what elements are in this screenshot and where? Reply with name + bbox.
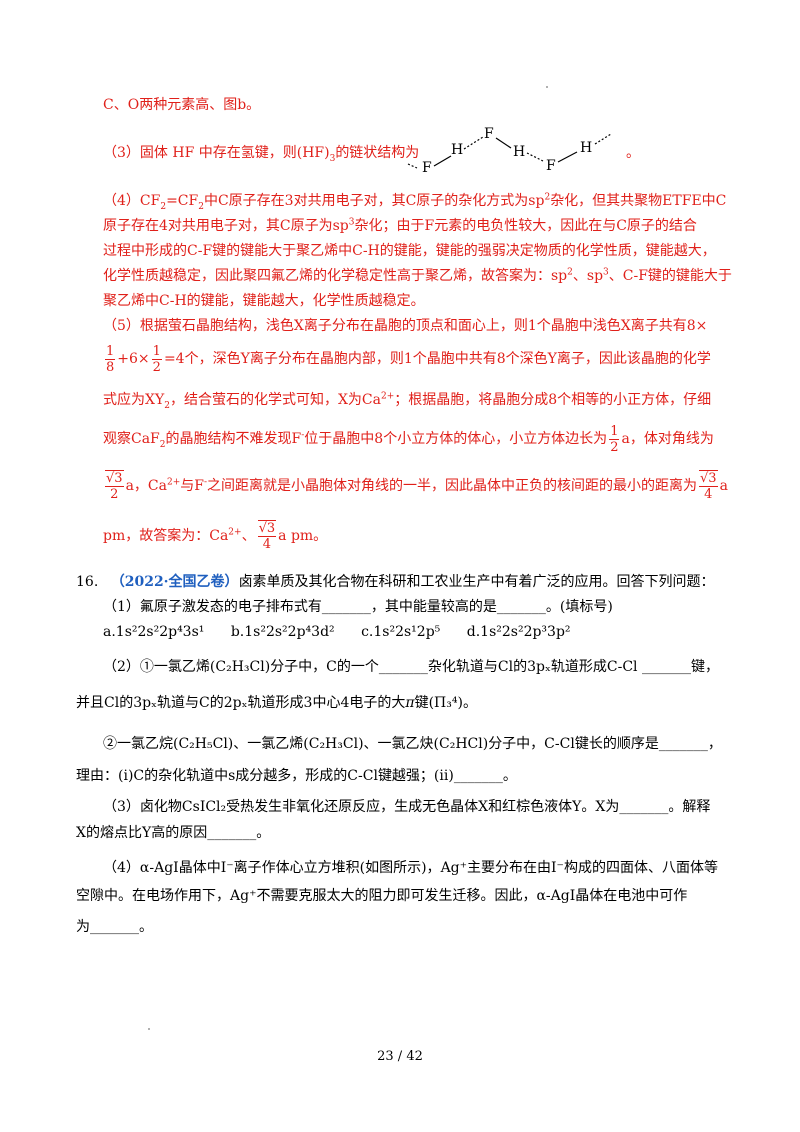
question-16-part3-line1: （3）卤化物CsICl₂受热发生非氧化还原反应，生成无色晶体X和红棕色液体Y。X… [103, 799, 711, 815]
question-16-part3-line2: X的熔点比Y高的原因_______。 [76, 825, 271, 841]
answer-3-text: （3）固体 HF 中存在氢键，则(HF)3的链状结构为 [103, 145, 420, 164]
question-16-part1: （1）氟原子激发态的电子排布式有_______，其中能量较高的是_______。… [103, 599, 613, 615]
hf-atom-H: H [580, 140, 592, 156]
question-16-options: a.1s²2s²2p⁴3s¹ b.1s²2s²2p⁴3d² c.1s²2s¹2p… [103, 622, 571, 642]
hf-atom-F: F [546, 158, 556, 174]
option-d: d.1s²2s²2p³3p² [466, 624, 571, 640]
question-source: （2022·全国乙卷） [110, 574, 239, 590]
answer-4-line1: （4）CF2=CF2中C原子存在3对共用电子对，其C原子的杂化方式为sp2杂化，… [103, 192, 727, 212]
scan-dot [148, 1028, 150, 1030]
answer-5-line1: （5）根据萤石晶胞结构，浅色X离子分布在晶胞的顶点和面心上，则1个晶胞中浅色X离… [103, 318, 708, 334]
hf-atom-H: H [451, 142, 463, 158]
question-number: 16. [76, 574, 99, 590]
answer-3-end: 。 [626, 145, 640, 161]
question-16-part2-line4: 理由：(i)C的杂化轨道中s成分越多，形成的C-Cl键越强；(ii)______… [76, 768, 517, 784]
question-16-part4-line2: 空隙中。在电场作用下，Ag⁺不需要克服太大的阻力即可发生迁移。因此，α-AgI晶… [76, 888, 688, 904]
option-a: a.1s²2s²2p⁴3s¹ [103, 624, 205, 640]
option-c: c.1s²2s¹2p⁵ [361, 624, 441, 640]
hf-chain-diagram: F H F H F H [407, 126, 612, 174]
question-intro: 卤素单质及其化合物在科研和工农业生产中有着广泛的应用。回答下列问题： [238, 574, 715, 590]
answer-4-line4: 化学性质越稳定，因此聚四氟乙烯的化学稳定性高于聚乙烯，故答案为：sp2、sp3、… [103, 267, 732, 284]
answer-5-line3: 式应为XY2，结合萤石的化学式可知，X为Ca2+；根据晶胞，将晶胞分成8个相等的… [103, 391, 712, 411]
answer-line-top: C、O两种元素高、图b。 [103, 97, 261, 113]
question-16-part2-line2: 并且Cl的3pₓ轨道与C的2pₓ轨道形成3中心4电子的大π键(Π₃⁴)。 [76, 695, 477, 711]
page-footer: 23 / 42 [0, 1049, 800, 1064]
scan-dot [546, 86, 548, 88]
hf-atom-F: F [422, 160, 432, 174]
question-16-part4-line3: 为_______。 [76, 919, 153, 935]
answer-4-line3: 过程中形成的C-F键的键能大于聚乙烯中C-H的键能，键能的强弱决定物质的化学性质… [103, 243, 716, 259]
page-total: 42 [406, 1049, 423, 1064]
hf-atom-H: H [513, 144, 525, 160]
hf-atom-F: F [484, 126, 494, 142]
question-16-part2-line1: （2）①一氯乙烯(C₂H₃Cl)分子中，C的一个_______杂化轨道与Cl的3… [103, 659, 719, 675]
question-16-header: 16. （2022·全国乙卷）卤素单质及其化合物在科研和工农业生产中有着广泛的应… [76, 572, 715, 592]
answer-4-line2: 原子存在4对共用电子对，其C原子为sp3杂化；由于F元素的电负性较大，因此在与C… [103, 217, 697, 234]
answer-4-line5: 聚乙烯中C-H的键能，键能越大，化学性质越稳定。 [103, 293, 425, 309]
option-b: b.1s²2s²2p⁴3d² [230, 624, 335, 640]
page-number: 23 [377, 1049, 394, 1064]
question-16-part2-line3: ②一氯乙烷(C₂H₅Cl)、一氯乙烯(C₂H₃Cl)、一氯乙炔(C₂HCl)分子… [103, 736, 722, 752]
question-16-part4-line1: （4）α-AgI晶体中I⁻离子作体心立方堆积(如图所示)，Ag⁺主要分布在由I⁻… [103, 860, 718, 876]
page-separator: / [397, 1049, 403, 1064]
